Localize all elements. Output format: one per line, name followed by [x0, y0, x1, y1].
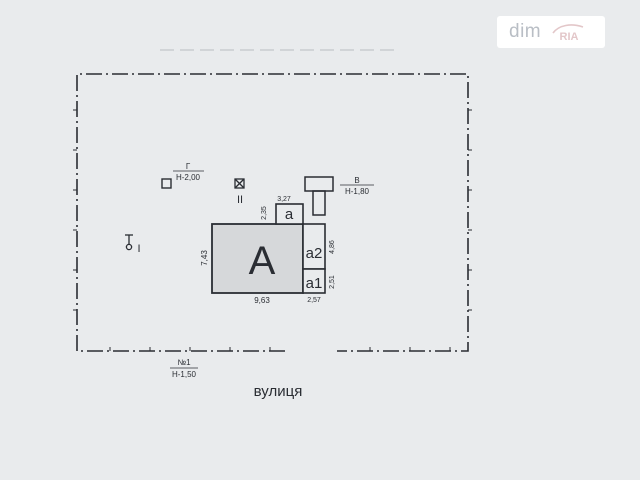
- structure-g-height: Н-2,00: [176, 173, 201, 182]
- annex-a2-label: a2: [306, 245, 323, 262]
- structure-v-height: Н-1,80: [345, 187, 370, 196]
- annex-a-height-dim: 2,35: [261, 206, 268, 220]
- watermark-ria-logo: RIA: [549, 21, 589, 43]
- boundary-ticks: [73, 109, 472, 351]
- annex-a1-label: a1: [306, 275, 323, 292]
- structure-v-label: В: [354, 176, 359, 185]
- structure-g-label: Г: [186, 162, 191, 171]
- building-a-height-dim: 7,43: [200, 250, 209, 266]
- annex-a-width-dim: 3,27: [277, 196, 291, 203]
- watermark-ria-text: RIA: [560, 31, 579, 43]
- fence-n1-label: №1: [177, 358, 191, 367]
- dim-ria-watermark: dim RIA: [497, 16, 605, 48]
- plot-boundary: [76, 73, 469, 352]
- well-i-icon: [125, 234, 133, 251]
- building-a: [211, 223, 304, 294]
- annex-a1-width-dim: 2,57: [307, 297, 321, 304]
- annex-a: [275, 203, 304, 225]
- toilet-ii-label: II: [237, 194, 243, 206]
- annex-a-label: a: [285, 206, 294, 223]
- building-a-label: A: [249, 239, 276, 283]
- well-i-label: I: [137, 243, 140, 255]
- watermark-dim-text: dim: [509, 21, 542, 42]
- fence-n1-height: Н-1,50: [172, 370, 197, 379]
- building-a-width-dim: 9,63: [254, 296, 270, 305]
- annex-a2-height-dim: 4,86: [329, 240, 336, 254]
- annex-a1-height-dim: 2,51: [329, 275, 336, 289]
- structure-v: [304, 176, 334, 216]
- structure-g: [161, 178, 172, 189]
- toilet-ii-icon: [234, 178, 245, 189]
- street-label: вулиця: [254, 383, 303, 400]
- annex-a1: [302, 268, 326, 294]
